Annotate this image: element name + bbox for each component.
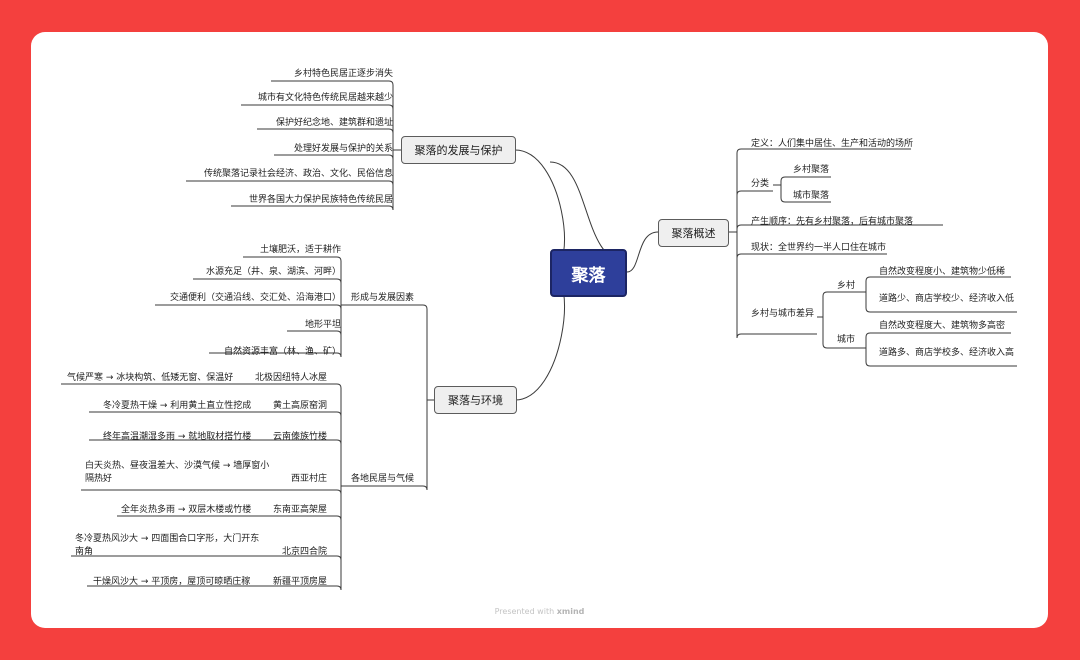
- footer-credit: Presented with xmind: [31, 607, 1048, 616]
- protection-item: 传统聚落记录社会经济、政治、文化、民俗信息: [203, 169, 393, 179]
- mindmap-canvas: 聚落 聚落的发展与保护 聚落与环境 聚落概述 乡村特色民居正逐步消失 城市有文化…: [31, 32, 1048, 628]
- connector-root-overview-main: [626, 231, 659, 273]
- dwelling-name: 北京四合院: [281, 547, 327, 557]
- factor-item: 土壤肥沃，适于耕作: [259, 245, 341, 255]
- factor-item: 地形平坦: [304, 320, 341, 330]
- dwelling-desc: 干燥风沙大 → 平顶房，屋顶可晾晒庄稼: [93, 577, 251, 587]
- overview-definition: 定义：人们集中居住、生产和活动的场所: [751, 139, 914, 149]
- topic-protection[interactable]: 聚落的发展与保护: [401, 136, 516, 164]
- factors-label: 形成与发展因素: [351, 293, 415, 303]
- footer-brand: xmind: [556, 607, 585, 616]
- dwelling-name: 北极因纽特人冰屋: [254, 373, 327, 383]
- rural-item: 自然改变程度小、建筑物少低稀: [879, 267, 1006, 277]
- topic-overview[interactable]: 聚落概述: [658, 219, 729, 247]
- root-topic[interactable]: 聚落: [550, 249, 627, 297]
- urban-item: 道路多、商店学校多、经济收入高: [879, 348, 1015, 358]
- overview-order: 产生顺序：先有乡村聚落，后有城市聚落: [751, 217, 914, 227]
- classification-label: 分类: [751, 179, 770, 189]
- dwelling-desc: 白天炎热、昼夜温差大、沙漠气候 → 墙厚窗小隔热好: [85, 461, 270, 484]
- factor-item: 水源充足（井、泉、湖滨、河畔）: [205, 267, 341, 277]
- footer-prefix: Presented with: [494, 607, 555, 616]
- factor-item: 交通便利（交通沿线、交汇处、沿海港口）: [169, 293, 341, 303]
- classification-item: 城市聚落: [793, 191, 830, 201]
- dwelling-desc: 冬冷夏热干燥 → 利用黄土直立性挖成: [103, 401, 252, 411]
- difference-label: 乡村与城市差异: [751, 309, 815, 319]
- protection-item: 保护好纪念地、建筑群和遗址: [275, 118, 393, 128]
- classification-item: 乡村聚落: [793, 165, 830, 175]
- branch-lines: [61, 80, 1017, 591]
- dwellings-label: 各地民居与气候: [351, 474, 415, 484]
- factor-item: 自然资源丰富（林、渔、矿）: [223, 347, 341, 357]
- urban-label: 城市: [837, 335, 856, 345]
- dwelling-name: 东南亚高架屋: [272, 505, 327, 515]
- rural-label: 乡村: [837, 281, 856, 291]
- rural-item: 道路少、商店学校少、经济收入低: [879, 294, 1015, 304]
- protection-item: 世界各国大力保护民族特色传统民居: [248, 195, 393, 205]
- dwelling-name: 云南傣族竹楼: [272, 432, 327, 442]
- urban-item: 自然改变程度大、建筑物多高密: [879, 321, 1006, 331]
- dwelling-desc: 冬冷夏热风沙大 → 四面围合口字形，大门开东南角: [75, 534, 260, 557]
- dwelling-desc: 终年高温潮湿多雨 → 就地取材搭竹楼: [103, 432, 252, 442]
- dwelling-name: 黄土高原窑洞: [272, 401, 327, 411]
- dwelling-name: 新疆平顶房屋: [272, 577, 327, 587]
- dwelling-desc: 气候严寒 → 冰块构筑、低矮无窗、保温好: [67, 373, 234, 383]
- overview-status: 现状：全世界约一半人口住在城市: [751, 243, 887, 253]
- topic-environment[interactable]: 聚落与环境: [434, 386, 517, 414]
- protection-item: 乡村特色民居正逐步消失: [293, 69, 393, 79]
- protection-item: 城市有文化特色传统民居越来越少: [257, 93, 393, 103]
- dwelling-desc: 全年炎热多雨 → 双层木楼或竹楼: [121, 505, 252, 515]
- dwelling-name: 西亚村庄: [290, 474, 327, 484]
- protection-item: 处理好发展与保护的关系: [293, 144, 393, 154]
